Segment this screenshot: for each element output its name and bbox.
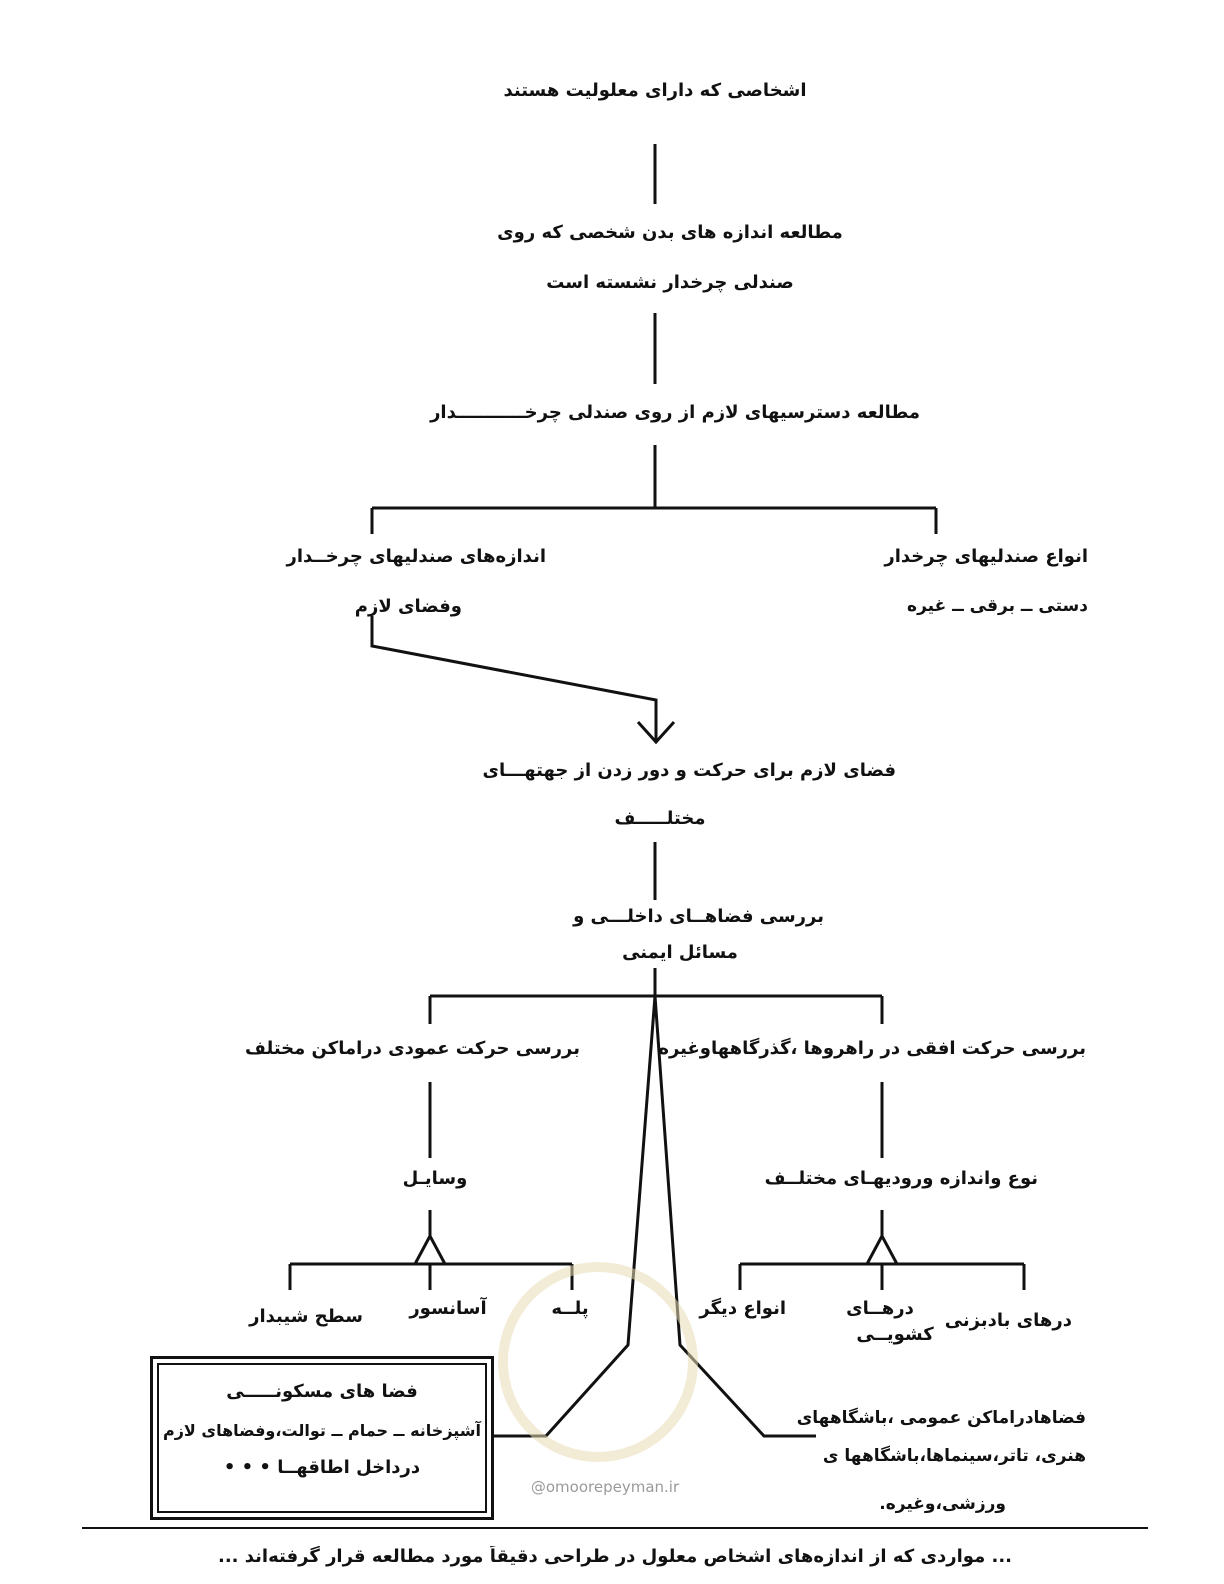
leaf-sliding-doors-line2: کشویــی (856, 1324, 934, 1345)
footer-text: ... مواردی که از اندازه‌های اشخاص معلول … (217, 1546, 1012, 1567)
leaf-elevator: آسانسور (409, 1298, 487, 1319)
leaf-pivot-doors: درهای بادبزنی (944, 1310, 1072, 1331)
node-public-spaces-line2: هنری، تاتر،سینماها،باشگاهها ی (822, 1446, 1086, 1466)
node-interior-safety-line2: مسائل ایمنی (622, 942, 738, 963)
leaf-sliding-doors-line1: درهــای (846, 1298, 914, 1319)
node-wheelchair-sizes-line1: اندازه‌های صندلیهای چرخــدار (286, 546, 546, 567)
watermark-seal (498, 1262, 698, 1462)
node-wheelchair-types-line1: انواع صندلیهای چرخدار (884, 546, 1088, 567)
connector-sizes-to-space (370, 616, 658, 742)
triangle-left (412, 1232, 448, 1266)
watermark-text: @omoorepeyman.ir (530, 1478, 680, 1496)
node-movement-space-line1: فضای لازم برای حرکت و دور زدن از جهتهـــ… (482, 760, 896, 781)
leaf-other-types: انواع دیگر (699, 1298, 786, 1319)
node-public-spaces-line1: فضاهادراماکن عمومی ،باشگاههای (796, 1408, 1086, 1428)
node-wheelchair-sizes-line2: وفضای لازم (354, 596, 462, 617)
residential-spaces-box: فضا های مسکونـــــی آشپزخانه ــ حمام ــ … (150, 1356, 494, 1520)
node-wheelchair-types-line2: دستی ــ برقی ــ غیره (907, 596, 1088, 616)
node-body-measurements-line2: صندلی چرخدار نشسته است (546, 272, 794, 293)
node-interior-safety-line1: بررسی فضاهــای داخلـــی و (573, 906, 824, 927)
residential-title: فضا های مسکونـــــی (226, 1381, 418, 1402)
arrow-head (636, 720, 676, 745)
residential-box-inner-border (157, 1363, 487, 1513)
node-movement-space-line2: مختلـــــف (614, 808, 706, 829)
node-horizontal-movement: بررسی حرکت افقی در راهروها ،گذرگاههاوغیر… (658, 1038, 1086, 1059)
diagonal-to-public (653, 995, 816, 1438)
node-body-measurements-line1: مطالعه اندازه های بدن شخصی که روی (497, 222, 843, 243)
node-public-spaces-line3: ورزشی،وغیره. (879, 1494, 1006, 1514)
footer-rule (82, 1527, 1148, 1529)
residential-line2: آشپزخانه ــ حمام ــ توالت،وفضاهای لازم (162, 1421, 482, 1440)
node-access-study: مطالعه دسترسیهای لازم از روی صندلی چرخــ… (430, 402, 920, 423)
node-entrance-types: نوع واندازه ورودیهـای مختلــف (764, 1168, 1038, 1189)
triangle-right (864, 1232, 900, 1266)
residential-line3: درداخل اطاقهــا • • • (223, 1457, 421, 1478)
node-vertical-movement: بررسی حرکت عمودی دراماکن مختلف (245, 1038, 580, 1059)
leaf-stairs: پلــه (551, 1298, 589, 1319)
node-devices: وسایـل (402, 1168, 468, 1189)
node-people-with-disabilities: اشخاصی که دارای معلولیت هستند (503, 80, 807, 101)
leaf-ramp: سطح شیبدار (249, 1306, 363, 1327)
